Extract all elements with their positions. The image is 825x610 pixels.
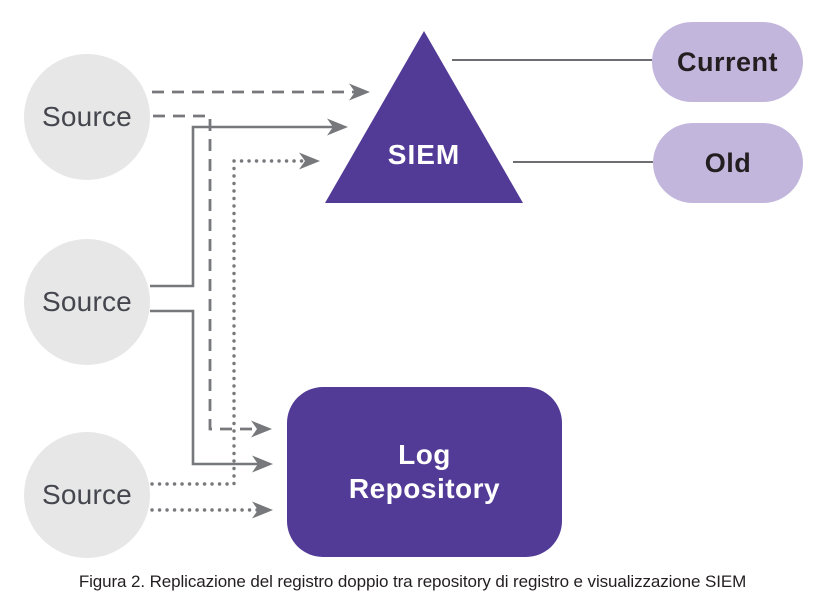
source-node-1: Source <box>24 54 150 180</box>
siem-triangle <box>325 31 523 203</box>
output-current-label: Current <box>676 46 778 77</box>
edge-source2-siem <box>150 125 335 288</box>
siem-label: SIEM <box>387 139 461 170</box>
source-node-3: Source <box>24 432 150 558</box>
edge-source3-siem <box>150 159 308 486</box>
log-repository-label: Log Repository <box>348 439 501 504</box>
output-node-current: Current <box>652 22 803 102</box>
log-repository-node: Log Repository <box>287 387 562 557</box>
edge-source3-siem-arrowhead <box>299 152 320 170</box>
edge-source3-logrepo-arrowhead <box>252 501 273 519</box>
edge-source2-siem-arrowhead <box>327 118 348 136</box>
source-node-1-label: Source <box>42 101 132 132</box>
edge-source2-logrepo <box>150 309 259 466</box>
edge-source1-logrepo <box>153 114 258 431</box>
output-node-old: Old <box>653 123 803 203</box>
output-old-label: Old <box>704 147 752 178</box>
source-node-2-label: Source <box>42 286 132 317</box>
edge-source1-siem-arrowhead <box>349 83 370 101</box>
edge-source1-logrepo-arrowhead <box>251 420 272 438</box>
figure-caption: Figura 2. Replicazione del registro dopp… <box>78 572 747 591</box>
source-node-3-label: Source <box>42 479 132 510</box>
edge-source2-logrepo-arrowhead <box>252 455 273 473</box>
source-node-2: Source <box>24 239 150 365</box>
